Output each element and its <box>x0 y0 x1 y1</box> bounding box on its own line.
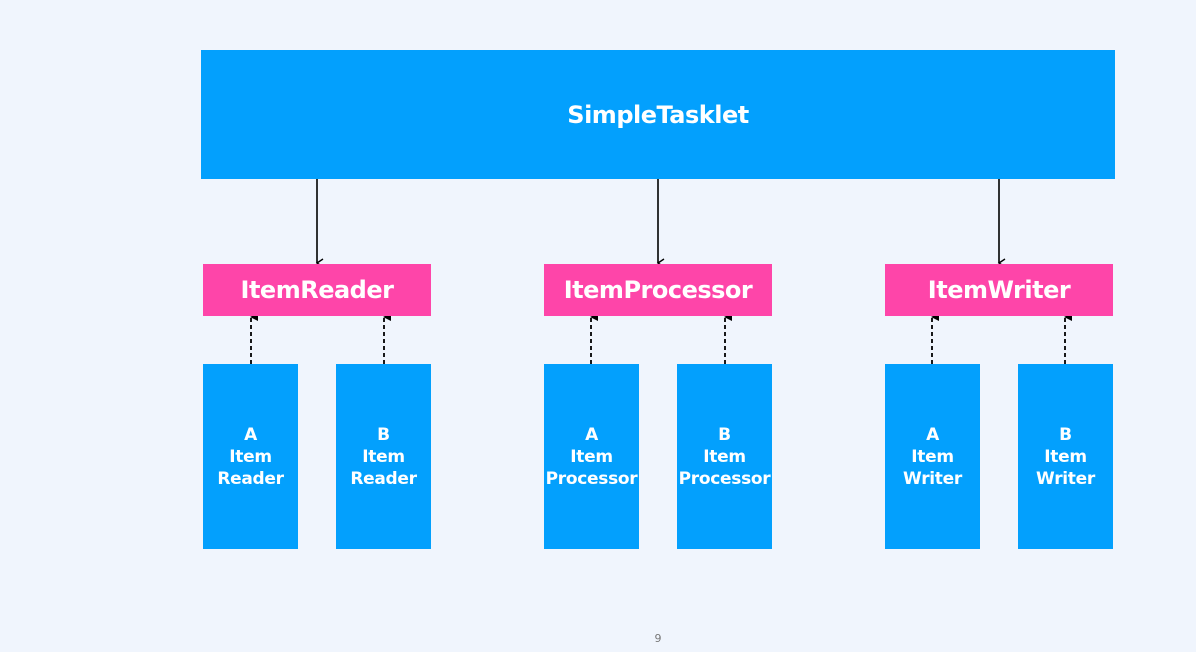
b-item-writer-box: B Item Writer <box>1018 364 1113 549</box>
impl-line1: Item <box>1044 446 1087 467</box>
b-item-processor-box: B Item Processor <box>677 364 772 549</box>
page-number: 9 <box>654 632 662 645</box>
item-reader-label: ItemReader <box>240 276 394 304</box>
impl-letter: A <box>244 424 257 445</box>
impl-line2: Writer <box>1036 468 1095 489</box>
impl-line1: Item <box>703 446 746 467</box>
item-processor-box: ItemProcessor <box>544 264 772 316</box>
impl-letter: A <box>585 424 598 445</box>
item-writer-label: ItemWriter <box>927 276 1071 304</box>
impl-line2: Reader <box>217 468 284 489</box>
impl-line2: Processor <box>545 468 638 489</box>
simple-tasklet-label: SimpleTasklet <box>567 100 749 129</box>
impl-line2: Writer <box>903 468 962 489</box>
item-processor-label: ItemProcessor <box>563 276 753 304</box>
item-writer-box: ItemWriter <box>885 264 1113 316</box>
impl-line1: Item <box>570 446 613 467</box>
b-item-reader-box: B Item Reader <box>336 364 431 549</box>
impl-line2: Reader <box>350 468 417 489</box>
impl-line1: Item <box>911 446 954 467</box>
simple-tasklet-box: SimpleTasklet <box>201 50 1115 179</box>
impl-letter: B <box>718 424 731 445</box>
a-item-processor-box: A Item Processor <box>544 364 639 549</box>
a-item-reader-box: A Item Reader <box>203 364 298 549</box>
impl-letter: B <box>377 424 390 445</box>
impl-letter: B <box>1059 424 1072 445</box>
impl-line1: Item <box>229 446 272 467</box>
a-item-writer-box: A Item Writer <box>885 364 980 549</box>
item-reader-box: ItemReader <box>203 264 431 316</box>
impl-line1: Item <box>362 446 405 467</box>
impl-letter: A <box>926 424 939 445</box>
impl-line2: Processor <box>678 468 771 489</box>
